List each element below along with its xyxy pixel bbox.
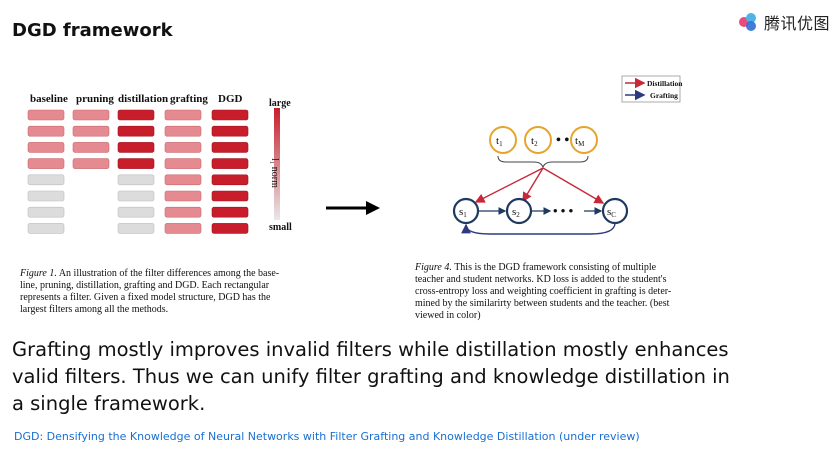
filter-cell-grafting-3 — [164, 142, 202, 153]
legend-color-bar — [274, 108, 280, 220]
filter-cell-baseline-3 — [27, 142, 65, 153]
figure-1-caption-line: line, pruning, distillation, grafting an… — [20, 280, 270, 291]
figure-4-caption: Figure 4. This is the DGD framework cons… — [415, 262, 695, 322]
legend-small-label: small — [269, 222, 292, 233]
right-arrow-icon — [326, 201, 380, 215]
filter-cell-dgd-2 — [211, 125, 249, 137]
filter-cell-distillation-6 — [117, 190, 155, 202]
figure-1-caption-line: An illustration of the filter difference… — [58, 268, 280, 279]
student-node-sc-label: sC — [607, 206, 616, 219]
body-line: a single framework. — [12, 392, 206, 415]
filter-grid — [27, 108, 280, 234]
column-header-baseline: baseline — [30, 93, 68, 105]
filter-cell-distillation-2 — [117, 125, 155, 137]
figure-4-caption-line: This is the DGD framework consisting of … — [454, 262, 657, 273]
filter-cell-dgd-7 — [211, 206, 249, 218]
filter-cell-distillation-8 — [117, 223, 155, 234]
figure-4-caption-line: mined by the similarirty between student… — [415, 298, 670, 309]
student-node-s2-label: s2 — [512, 206, 520, 219]
legend-distillation-label: Distillation — [647, 79, 683, 88]
student-ellipsis: • • • — [553, 203, 574, 218]
tencent-youtu-logo: 腾讯优图 — [736, 10, 830, 34]
filter-cell-dgd-3 — [211, 142, 249, 153]
figure-4-legend-box — [621, 75, 681, 103]
teacher-node-t2-label: t2 — [531, 135, 538, 148]
filter-cell-distillation-1 — [117, 109, 155, 121]
figure-4-caption-line: viewed in color) — [415, 310, 481, 321]
column-header-pruning: pruning — [76, 93, 114, 105]
filter-cell-baseline-7 — [27, 206, 65, 218]
column-header-dgd: DGD — [218, 93, 243, 105]
figure-4-caption-line: cross-entropy loss and weighting coeffic… — [415, 286, 672, 297]
filter-cell-distillation-5 — [117, 174, 155, 186]
filter-cell-distillation-4 — [117, 158, 155, 169]
figure-1: baseline pruning distillation grafting D… — [20, 88, 320, 248]
filter-cell-baseline-1 — [27, 109, 65, 121]
filter-cell-dgd-6 — [211, 190, 249, 202]
teacher-node-t2 — [524, 126, 552, 154]
filter-cell-baseline-4 — [27, 158, 65, 169]
filter-cell-distillation-3 — [117, 142, 155, 153]
distillation-arrow — [474, 167, 544, 203]
filter-cell-dgd-8 — [211, 223, 249, 234]
filter-cell-baseline-6 — [27, 190, 65, 202]
teacher-group-brace — [497, 155, 589, 169]
body-line: valid filters. Thus we can unify filter … — [12, 365, 730, 388]
filter-cell-grafting-8 — [164, 223, 202, 234]
filter-cell-grafting-6 — [164, 190, 202, 202]
figure-4-diagram: Distillation Grafting t1 t2 • • • tM s1 … — [452, 75, 683, 235]
citation-footer: DGD: Densifying the Knowledge of Neural … — [14, 430, 640, 443]
figure-4-caption-label: Figure 4. — [415, 262, 452, 273]
filter-cell-pruning-3 — [72, 142, 110, 153]
body-line: Grafting mostly improves invalid filters… — [12, 338, 729, 361]
logo-text: 腾讯优图 — [764, 14, 831, 33]
filter-cell-pruning-2 — [72, 125, 110, 137]
filter-cell-pruning-4 — [72, 158, 110, 169]
filter-cell-baseline-5 — [27, 174, 65, 186]
filter-cell-baseline-2 — [27, 125, 65, 137]
teacher-node-tm — [570, 126, 598, 154]
column-header-grafting: grafting — [170, 93, 208, 105]
legend-grafting-label: Grafting — [650, 91, 678, 100]
distillation-arrow — [522, 167, 544, 203]
teacher-node-t1-label: t1 — [496, 135, 503, 148]
figure-1-caption: Figure 1. An illustration of the filter … — [20, 268, 310, 316]
filter-cell-grafting-4 — [164, 158, 202, 169]
filter-cell-grafting-2 — [164, 125, 202, 137]
legend-axis-label: l₁ norm — [269, 158, 280, 188]
filter-cell-dgd-5 — [211, 174, 249, 186]
slide-title: DGD framework — [12, 20, 173, 41]
filter-cell-grafting-7 — [164, 206, 202, 218]
filter-cell-grafting-1 — [164, 109, 202, 121]
student-node-s1-label: s1 — [459, 206, 467, 219]
column-header-distillation: distillation — [118, 93, 169, 105]
grafting-return-arrow — [461, 222, 616, 235]
figure-1-caption-line: largest filters among all the methods. — [20, 304, 169, 315]
filter-cell-dgd-4 — [211, 158, 249, 169]
distillation-arrow — [542, 167, 605, 204]
filter-cell-baseline-8 — [27, 223, 65, 234]
figure-4-caption-line: teacher and student networks. KD loss is… — [415, 274, 667, 285]
teacher-node-t1 — [489, 126, 517, 154]
filter-cell-dgd-1 — [211, 109, 249, 121]
filter-cell-pruning-1 — [72, 109, 110, 121]
teacher-node-tm-label: tM — [575, 135, 585, 148]
filter-cell-distillation-7 — [117, 206, 155, 218]
figure-1-caption-label: Figure 1. — [20, 268, 57, 279]
filter-cell-grafting-5 — [164, 174, 202, 186]
figure-1-caption-line: represents a filter. Given a fixed model… — [20, 292, 271, 303]
body-paragraph: Grafting mostly improves invalid filters… — [12, 336, 822, 417]
legend-large-label: large — [269, 98, 291, 109]
logo-mark-icon — [739, 13, 756, 31]
